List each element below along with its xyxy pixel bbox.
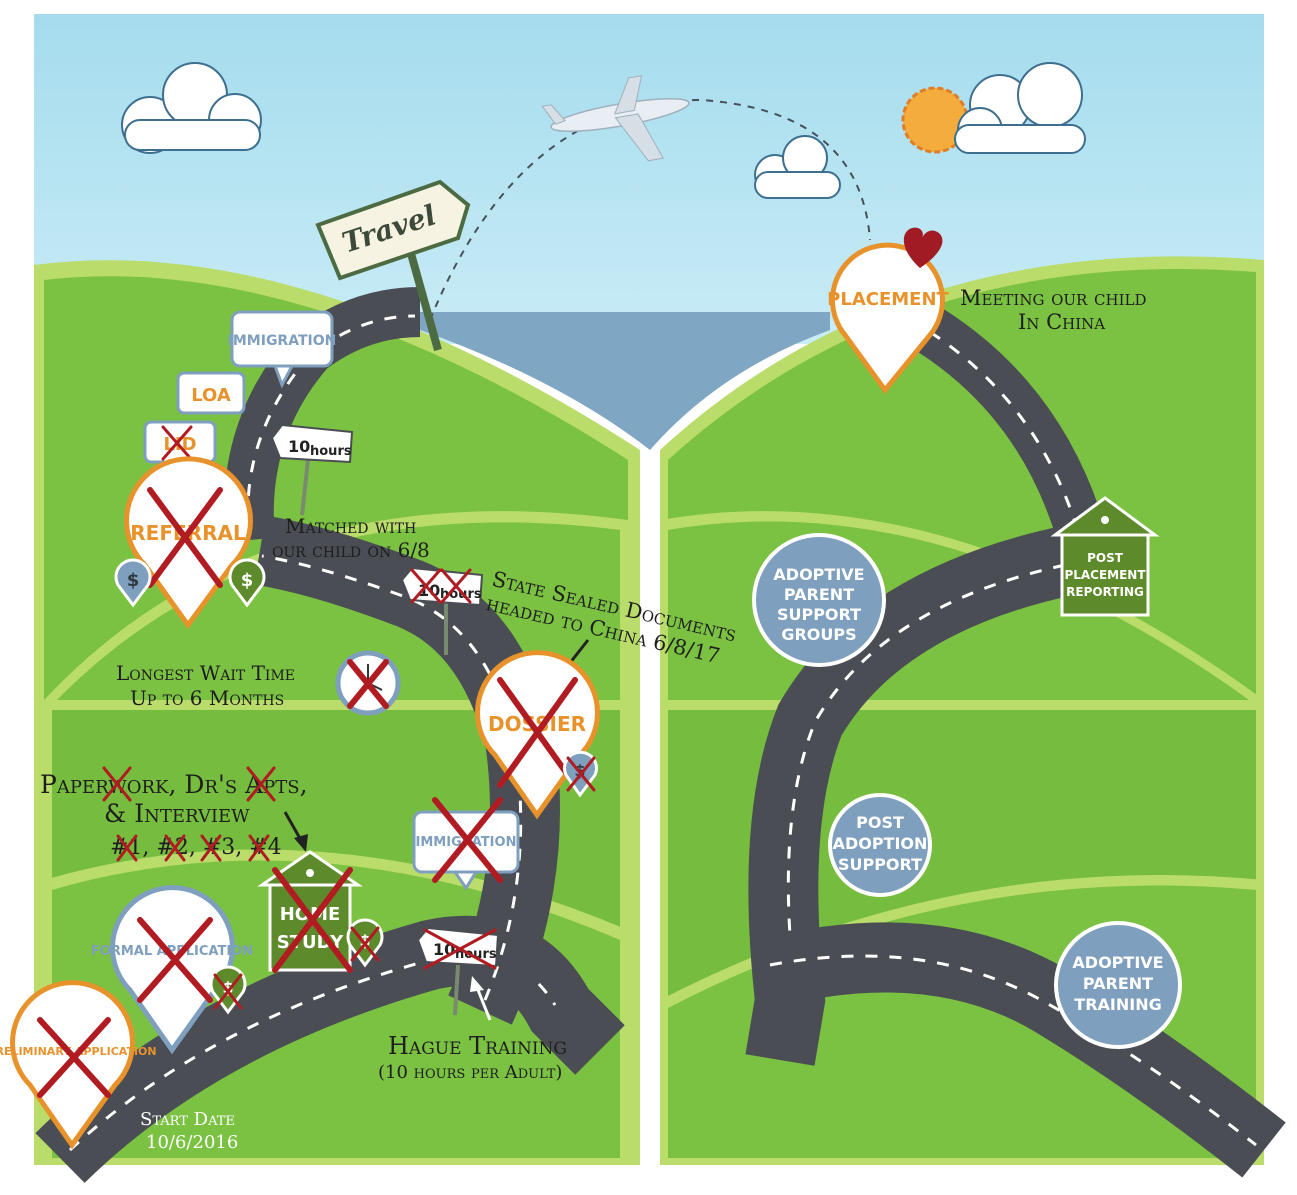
svg-text:SUPPORT: SUPPORT — [777, 605, 861, 624]
note-paperwork-2: & Interview — [104, 799, 250, 828]
svg-text:PARENT: PARENT — [784, 585, 854, 604]
training-sign-top: 10 hours — [270, 423, 354, 516]
dossier-pin: DOSSIER — [475, 650, 600, 820]
svg-text:GROUPS: GROUPS — [781, 625, 856, 644]
svg-text:$: $ — [359, 931, 370, 950]
road-right — [745, 308, 1286, 1178]
svg-text:PARENT: PARENT — [1083, 974, 1153, 993]
svg-text:POST: POST — [1087, 551, 1124, 565]
heart-icon — [903, 227, 943, 268]
arrow-to-training — [474, 984, 492, 1021]
referral-pin: REFERRAL — [124, 456, 253, 630]
cloud-left — [121, 62, 262, 154]
dollar-pin-formal: $ — [209, 965, 247, 1015]
home-study-sign: HOME STUDY — [257, 850, 363, 973]
loa-tag: LOA — [176, 371, 246, 415]
note-start-1: Start Date — [140, 1109, 235, 1130]
training-sign-mid: 10 hours — [400, 566, 484, 655]
svg-text:hours: hours — [440, 587, 482, 602]
svg-text:TRAINING: TRAINING — [1074, 995, 1161, 1014]
dollar-pin-homestudy: $ — [346, 918, 384, 968]
placement-pin: PLACEMENT — [827, 227, 950, 395]
circle-support-groups: ADOPTIVE PARENT SUPPORT GROUPS — [752, 533, 886, 667]
dollar-pin-dossier: $ — [563, 750, 598, 798]
immigration-top-bubble: IMMIGRATION — [228, 310, 337, 389]
svg-text:REPORTING: REPORTING — [1066, 585, 1144, 599]
placement-label: PLACEMENT — [827, 289, 949, 310]
water — [420, 312, 650, 450]
note-wait-1: Longest Wait Time — [116, 661, 295, 685]
note-matched-1: Matched with — [285, 514, 416, 538]
note-meeting-2: In China — [1018, 310, 1105, 334]
dollar-pin-green: $ — [228, 558, 266, 608]
preliminary-application-pin: PRELIMINARY APPLICATION — [0, 980, 157, 1150]
flight-path — [429, 98, 871, 321]
svg-text:ADOPTIVE: ADOPTIVE — [773, 565, 864, 584]
svg-text:FORMAL APPLICATION: FORMAL APPLICATION — [91, 944, 253, 959]
formal-application-pin: FORMAL APPLICATION — [91, 885, 253, 1055]
paperwork-crossouts — [102, 766, 276, 862]
svg-text:$: $ — [241, 570, 254, 591]
immigration-mid-bubble: IMMIGRATION — [412, 797, 520, 891]
svg-text:POST: POST — [856, 813, 904, 832]
dollar-pin-blue: $ — [114, 558, 152, 608]
note-meeting-1: Meeting our child — [960, 286, 1147, 310]
cloud-small — [754, 135, 841, 199]
svg-text:$: $ — [127, 570, 140, 591]
svg-text:hours: hours — [310, 444, 352, 459]
circle-post-adoption: POST ADOPTION SUPPORT — [828, 793, 932, 897]
svg-text:10: 10 — [288, 437, 310, 456]
clock-icon — [335, 650, 401, 716]
airplane-icon — [541, 75, 690, 162]
svg-text:$: $ — [222, 978, 233, 997]
lid-tag: LID — [143, 420, 217, 464]
svg-text:SUPPORT: SUPPORT — [838, 855, 922, 874]
note-hague-2: (10 hours per Adult) — [378, 1062, 562, 1083]
svg-text:PLACEMENT: PLACEMENT — [1064, 568, 1146, 582]
svg-text:ADOPTION: ADOPTION — [833, 834, 928, 853]
loa-label: LOA — [191, 385, 231, 406]
svg-text:ADOPTIVE: ADOPTIVE — [1072, 953, 1163, 972]
immigration-top-label: IMMIGRATION — [228, 333, 337, 349]
post-placement-sign: POST PLACEMENT REPORTING — [1050, 496, 1160, 617]
cloud-right — [954, 62, 1086, 154]
note-wait-2: Up to 6 Months — [130, 686, 284, 710]
note-start-2: 10/6/2016 — [146, 1132, 238, 1153]
circle-parent-training: ADOPTIVE PARENT TRAINING — [1054, 921, 1182, 1049]
note-hague-1: Hague Training — [388, 1032, 567, 1060]
note-matched-2: our child on 6/8 — [272, 538, 430, 562]
training-sign-bottom: 10 hours — [416, 926, 500, 1016]
